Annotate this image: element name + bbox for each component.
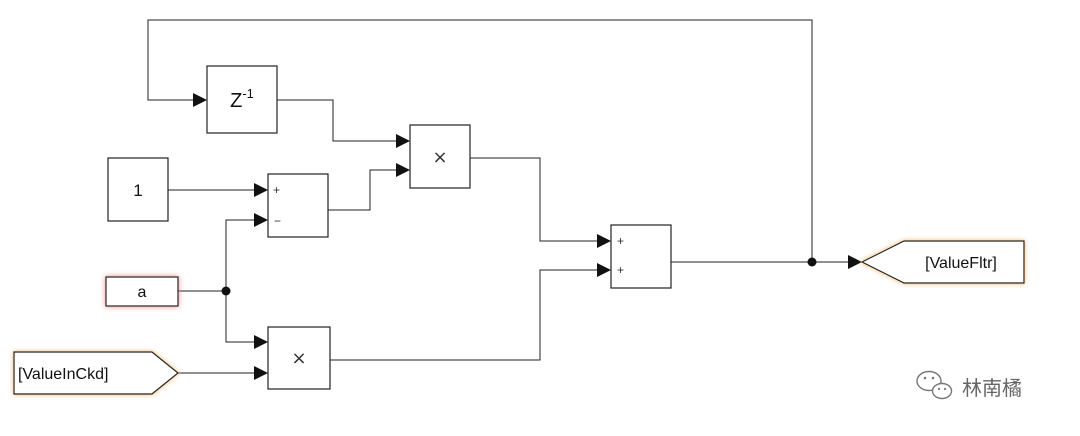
arrow-product-top-in1 [396,134,410,148]
sum-out-port2-sign: + [617,263,624,277]
constant-a-block[interactable]: a [105,276,179,307]
product-top-block[interactable]: × [409,124,471,189]
wire-delay-to-product[interactable] [277,99,396,142]
watermark-text: 林南橘 [962,376,1022,400]
branch-point-output [807,257,817,267]
arrow-goto-in [848,255,862,269]
branch-point-a [221,286,231,296]
wire-feedback[interactable] [147,19,813,262]
wechat-icon [916,370,953,400]
wire-product-top-to-sum[interactable] [470,157,597,242]
wire-product-bottom-to-sum[interactable] [330,269,597,361]
arrow-product-bottom-in2 [254,366,268,380]
goto-valuefltr-tag: [ValueFltr] [925,255,997,272]
from-valueinckd-block[interactable]: [ValueInCkd] [13,351,179,395]
unit-delay-base: Z [230,90,242,112]
goto-valuefltr-block[interactable]: [ValueFltr] [860,240,1025,284]
product-bottom-block[interactable]: × [267,326,331,390]
svg-text:Z-1: Z-1 [230,86,254,112]
wire-sum-to-product[interactable] [328,169,396,211]
arrow-sum-out-in2 [597,263,611,277]
from-valueinckd-tag: [ValueInCkd] [18,366,108,383]
watermark: 林南橘 [916,370,1022,400]
constant-one-block[interactable]: 1 [107,157,169,222]
sum-out-port1-sign: + [617,234,624,248]
wires [147,19,848,374]
constant-a-value: a [138,284,147,301]
arrowheads [193,93,862,380]
arrow-sum-top-in1 [254,183,268,197]
sum-out-block[interactable]: + + [610,224,672,289]
arrow-product-top-in2 [396,163,410,177]
product-top-symbol: × [432,147,447,168]
constant-one-value: 1 [133,181,142,200]
wire-branch-to-sum[interactable] [225,219,254,291]
sum-top-port1-sign: + [273,183,280,197]
wire-branch-to-product[interactable] [225,291,254,343]
arrow-delay-in [193,93,207,107]
unit-delay-block[interactable]: Z-1 [206,65,278,134]
unit-delay-exponent: -1 [242,86,254,101]
arrow-sum-top-in2 [254,213,268,227]
sum-top-port2-sign: − [274,214,281,228]
product-bottom-symbol: × [291,348,306,369]
sum-top-block[interactable]: + − [267,173,329,238]
arrow-product-bottom-in1 [254,335,268,349]
arrow-sum-out-in1 [597,234,611,248]
